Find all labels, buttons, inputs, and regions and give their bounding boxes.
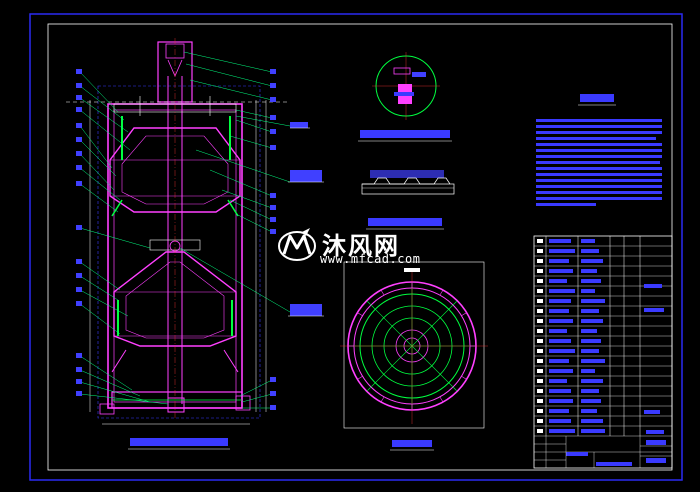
detail-weir-view — [361, 170, 455, 230]
watermark-url: www.mfcad.com — [320, 252, 421, 266]
detail-circle-view — [358, 52, 452, 142]
mfcad-logo-icon — [278, 228, 316, 261]
outer-frame — [29, 13, 683, 481]
watermark-brand: 沐风网 — [322, 232, 400, 260]
elevation-view — [66, 38, 324, 450]
parts-list-table — [533, 235, 673, 469]
technical-notes — [536, 94, 662, 206]
plan-view — [340, 261, 488, 451]
